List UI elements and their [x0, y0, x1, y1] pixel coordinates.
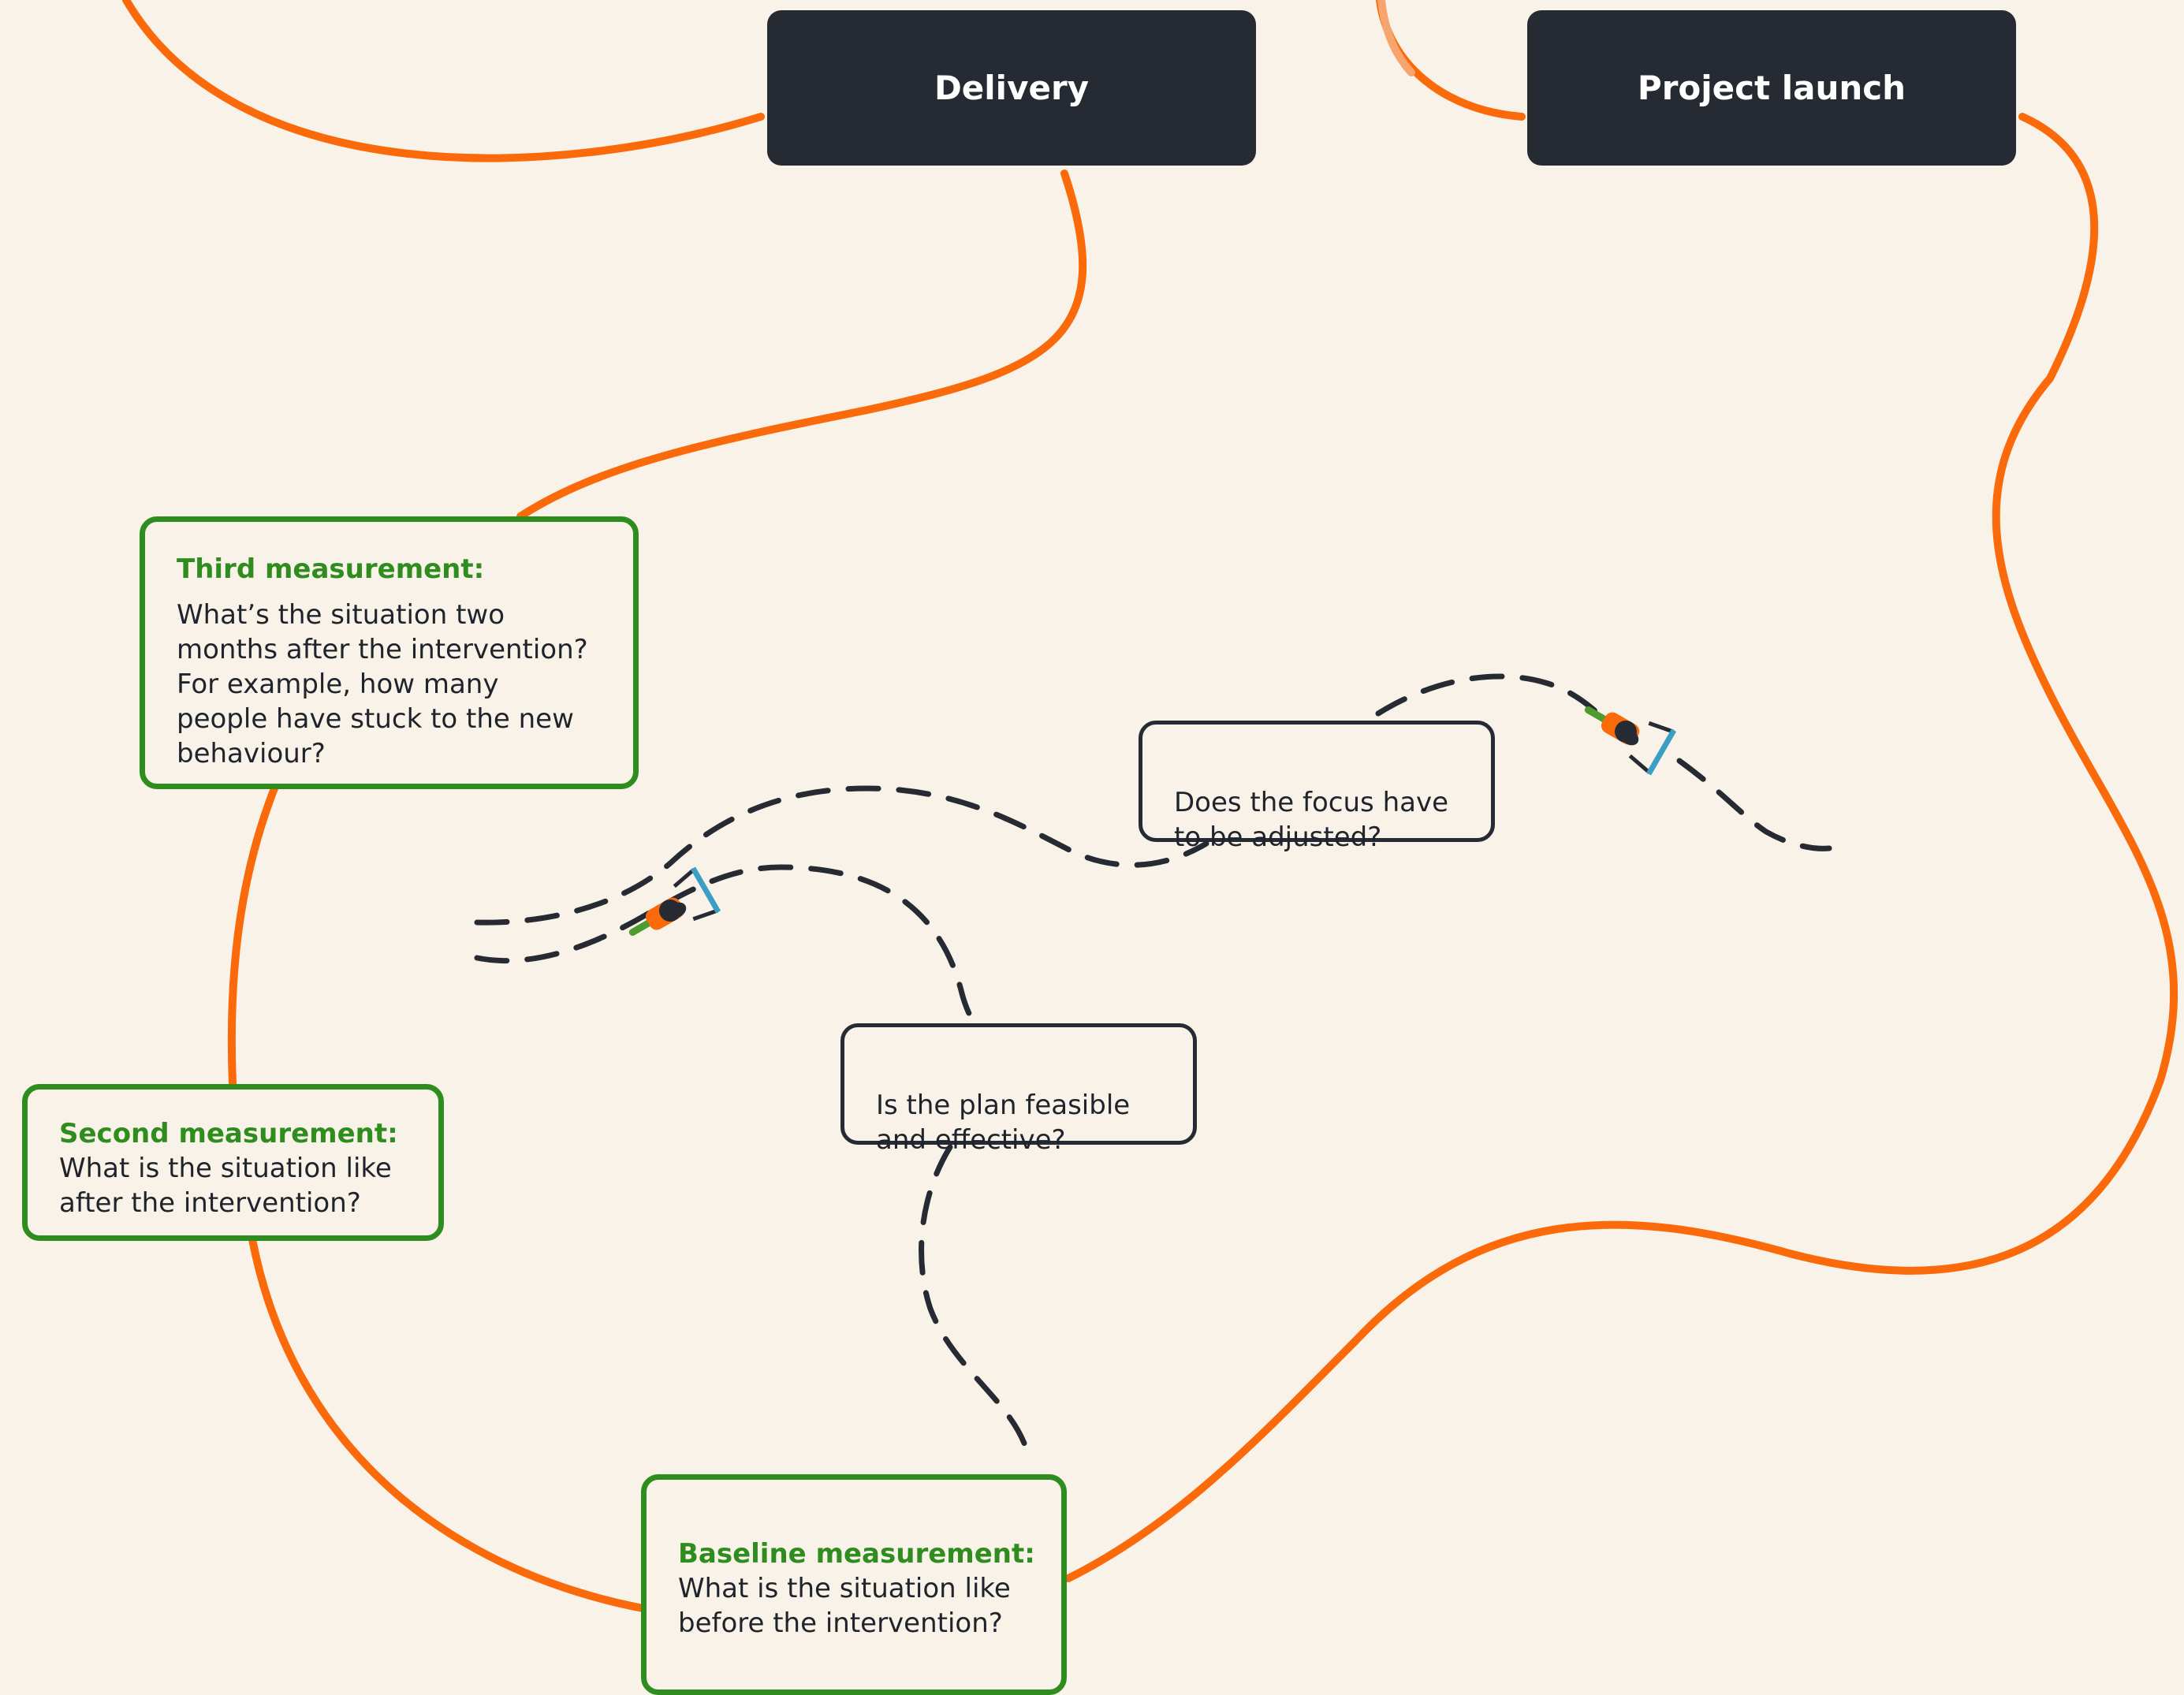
baseline-measurement-text: What is the situation like before the in…	[678, 1573, 1011, 1639]
third-measurement-box: Third measurement: What’s the situation …	[140, 516, 639, 789]
dashed-path-plan-down	[919, 1144, 1032, 1462]
dashed-path-focus	[1375, 673, 1627, 740]
question-focus-text: Does the focus have to be adjusted?	[1174, 787, 1448, 853]
baseline-measurement-title: Baseline measurement:	[678, 1538, 1035, 1570]
journey-path-baseline-to-launch	[1064, 113, 2178, 1582]
dashed-path-lower	[474, 864, 979, 1028]
dashed-path-focus-right	[1676, 758, 1832, 851]
journey-path-top-left	[122, 0, 765, 162]
dashed-path-upper	[474, 785, 1209, 926]
second-measurement-text: What is the situation like after the int…	[59, 1153, 392, 1219]
scooter-icon	[1584, 706, 1677, 776]
question-plan-box: Is the plan feasible and effective?	[840, 1023, 1197, 1156]
baseline-measurement-box: Baseline measurement: What is the situat…	[641, 1474, 1067, 1695]
stage-project-launch: Project launch	[1527, 10, 2016, 166]
question-plan-text: Is the plan feasible and effective?	[876, 1090, 1131, 1156]
scooter-icon	[628, 866, 721, 936]
journey-path-faded	[1377, 0, 1415, 76]
journey-path-third-to-second	[227, 780, 280, 1088]
journey-path-second-to-baseline	[248, 1235, 647, 1612]
question-focus-box: Does the focus have to be adjusted?	[1139, 721, 1495, 853]
third-measurement-title: Third measurement:	[177, 553, 485, 585]
third-measurement-text: What’s the situation two months after th…	[177, 599, 588, 769]
stage-delivery: Delivery	[767, 10, 1256, 166]
stage-project-launch-label: Project launch	[1637, 69, 1906, 107]
second-measurement-box: Second measurement: What is the situatio…	[22, 1084, 444, 1241]
second-measurement-title: Second measurement:	[59, 1118, 398, 1149]
journey-path-delivery-to-third	[516, 170, 1087, 520]
stage-delivery-label: Delivery	[934, 69, 1090, 107]
